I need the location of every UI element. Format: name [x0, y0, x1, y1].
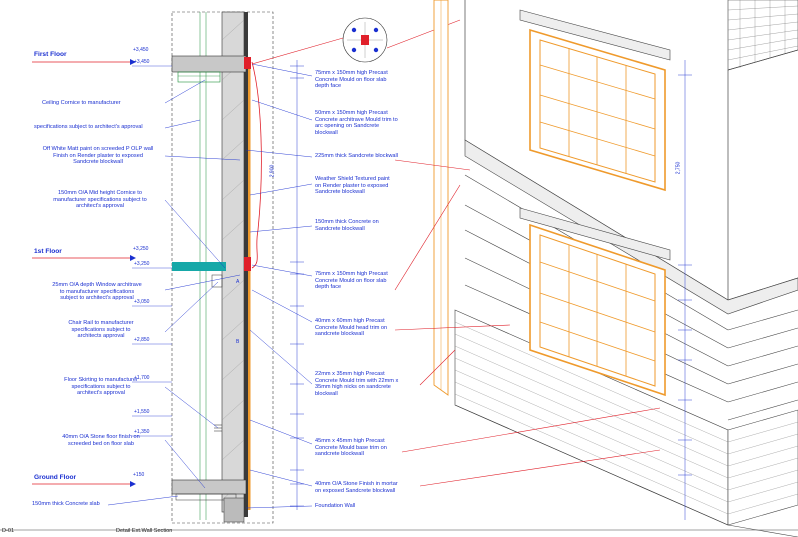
- level-elev-ground: +150: [133, 472, 145, 478]
- level-label-first-floor: First Floor: [34, 51, 67, 58]
- callout-tag-a: A: [236, 279, 240, 285]
- small-elev-2: +3,050: [134, 299, 150, 305]
- right-label-6: 40mm x 60mm high Precast Concrete Mould …: [315, 318, 388, 338]
- right-label-10: Foundation Wall: [315, 503, 356, 509]
- small-elev-1: +3,250: [134, 261, 150, 267]
- lower-window: [519, 207, 671, 397]
- small-elev-4: +1,700: [134, 375, 150, 381]
- sheet-code: D-01: [2, 528, 15, 534]
- right-leaders: [245, 63, 313, 509]
- left-label-7: 40mm O/A Stone floor finish on screeded …: [62, 434, 140, 447]
- right-label-3: Weather Shield Textured paint on Render …: [315, 176, 390, 196]
- left-label-2: Off White Matt paint on screeded P OLP w…: [42, 146, 154, 166]
- small-elev-3: +2,850: [134, 337, 150, 343]
- left-label-0: Ceiling Cornice to manufacturer: [42, 100, 121, 106]
- dim-label-0: 2,900: [269, 164, 276, 178]
- right-label-8: 45mm x 45mm high Precast Concrete Mould …: [315, 438, 387, 458]
- right-label-1: 50mm x 150mm high Precast Concrete archi…: [315, 110, 398, 136]
- small-elev-0: +3,450: [134, 59, 150, 65]
- level-label-ground-floor: Ground Floor: [34, 474, 77, 481]
- iso-leaders: [394, 159, 661, 487]
- left-label-1: specifications subject to architect's ap…: [34, 124, 143, 130]
- upper-window: [519, 9, 671, 192]
- iso-elevation: [433, 0, 798, 537]
- left-label-6: Floor Skirting to manufacturer specifica…: [64, 377, 138, 397]
- dimension-string: [290, 60, 304, 510]
- right-label-2: 225mm thick Sandcrete blockwall: [315, 153, 399, 159]
- sheet-title: Detail Ext.Wall Section: [116, 528, 173, 534]
- left-label-3: 150mm O/A Mid height Cornice to manufact…: [53, 190, 147, 210]
- right-label-7: 22mm x 35mm high Precast Concrete Mould …: [315, 371, 399, 397]
- level-elev-first: +3,450: [133, 47, 149, 53]
- left-label-4: 25mm O/A depth Window architrave to manu…: [52, 282, 142, 302]
- level-label-1st-floor: 1st Floor: [34, 248, 62, 255]
- dim-label-1: 2,750: [675, 161, 682, 175]
- left-label-8: 150mm thick Concrete slab: [32, 501, 100, 507]
- level-elev-1st: +3,250: [133, 246, 149, 252]
- section-detail: [171, 11, 274, 524]
- small-elev-6: +1,350: [134, 429, 150, 435]
- small-elev-5: +1,550: [134, 409, 150, 415]
- level-lines: [32, 61, 130, 485]
- elev-ticks: [132, 65, 172, 437]
- left-leaders: [107, 79, 241, 506]
- right-label-9: 40mm O/A Stone Finish in mortar on expos…: [315, 481, 398, 494]
- left-label-5: Chair Rail to manufacturer specification…: [68, 320, 134, 340]
- right-label-0: 75mm x 150mm high Precast Concrete Mould…: [315, 70, 388, 90]
- right-label-5: 75mm x 150mm high Precast Concrete Mould…: [315, 271, 388, 291]
- right-label-4: 150mm thick Concrete on Sandcrete blockw…: [315, 219, 379, 232]
- callout-compass: [251, 17, 461, 65]
- callout-tag-b: B: [236, 339, 240, 345]
- level-markers: [130, 59, 136, 487]
